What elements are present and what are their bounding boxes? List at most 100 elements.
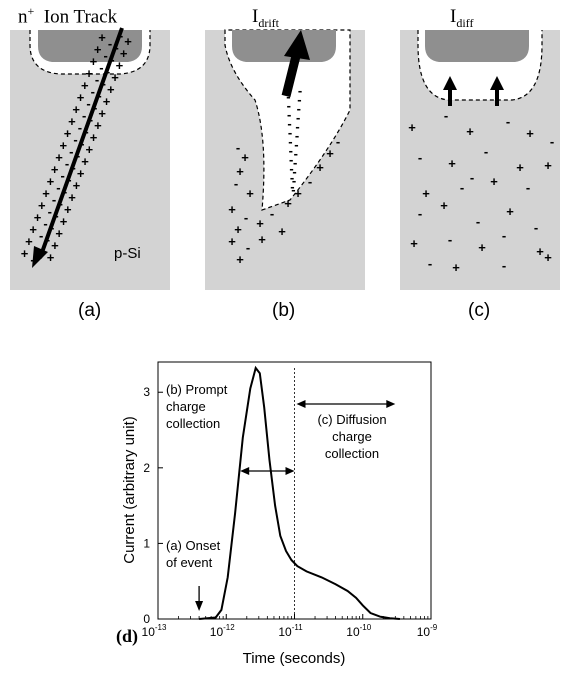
panel-a-charge: + — [77, 166, 85, 181]
panel-c-charge: - — [534, 220, 538, 235]
panel-a-charge: + — [42, 186, 50, 201]
arrowhead-right — [285, 467, 295, 475]
panel-c-charge: - — [460, 180, 464, 195]
panel-b-charge: + — [258, 232, 266, 247]
x-tick-label: 10-11 — [278, 623, 303, 639]
panel-c-charge: + — [440, 198, 448, 213]
panel-a-charge: + — [107, 82, 115, 97]
panel-a-charge: + — [60, 214, 68, 229]
panel-a-title-n: n — [18, 6, 28, 28]
panel-c-charge: - — [448, 232, 452, 247]
panel-c-charge: - — [502, 258, 506, 273]
panel-c-charges: +-+-+-+-+-+-+-+-+-+-+-+-+-+-+- — [408, 108, 554, 275]
p-si-label: p-Si — [114, 245, 141, 262]
panel-b-charge: - — [294, 137, 298, 152]
panel-c-charge: + — [410, 236, 418, 251]
panel-a-charge: + — [98, 30, 106, 45]
panel-b-charge: - — [289, 152, 293, 167]
panel-b-charge: - — [295, 119, 299, 134]
panel-b-charge: + — [316, 160, 324, 175]
panel-a-charge: - — [86, 96, 90, 111]
arrowhead-left — [296, 400, 306, 408]
diffusion-arrow-right-head — [490, 76, 504, 90]
panel-c-charge: - — [476, 214, 480, 229]
panel-a-charge: - — [69, 144, 73, 159]
panel-b-charge: + — [228, 202, 236, 217]
current-pulse-curve — [199, 365, 400, 620]
panel-a-charge: + — [94, 118, 102, 133]
panel-b-charge: + — [236, 252, 244, 267]
panel-a-charge: + — [64, 126, 72, 141]
panel-c-title-i: I — [450, 6, 457, 27]
y-tick-label: 1 — [143, 536, 150, 550]
panel-a-silicon-block: ++--++--++--++--++--++--++--++--++--++--… — [10, 27, 170, 290]
panel-b-charge: - — [292, 164, 296, 179]
panel-a-charge: + — [90, 130, 98, 145]
panel-a-charge: - — [65, 156, 69, 171]
panel-a-label: (a) — [78, 300, 102, 321]
panel-a-charge: + — [51, 162, 59, 177]
panel-c-charge: - — [418, 206, 422, 221]
silicon-panels-diagram: ++--++--++--++--++--++--++--++--++--++--… — [10, 27, 560, 290]
panel-a-charge: + — [34, 210, 42, 225]
panel-a-charge: - — [82, 108, 86, 123]
panel-b-charge: - — [290, 170, 294, 185]
panel-a-title-sup: + — [27, 4, 35, 18]
panel-c-n-plus-contact — [425, 30, 529, 62]
panel-a-charge: + — [64, 202, 72, 217]
panel-b-charge: - — [293, 155, 297, 170]
panel-c-charge: + — [466, 124, 474, 139]
panel-b-charge: - — [291, 182, 295, 197]
onset-arrowhead — [195, 601, 204, 611]
panel-a-charge: - — [104, 48, 108, 63]
panel-a-charge: - — [108, 36, 112, 51]
panel-c-charge: + — [544, 250, 552, 265]
panel-a-charge: + — [86, 142, 94, 157]
panel-a-charge: - — [39, 228, 43, 243]
panel-a-charge: + — [85, 66, 93, 81]
panel-d-label: (d) — [116, 626, 138, 647]
panel-a-charge: - — [30, 252, 34, 267]
panel-a-charge: + — [55, 226, 63, 241]
panel-b-charge: - — [292, 173, 296, 188]
y-axis-title: Current (arbitrary unit) — [121, 416, 138, 564]
panel-c-charge: + — [422, 186, 430, 201]
panel-c-title: Idiff — [450, 6, 473, 31]
ion-track-arrowhead — [32, 246, 48, 268]
panel-a-n-plus-contact — [38, 30, 142, 62]
panel-b-charge: - — [270, 206, 274, 221]
prompt-collection-arrow — [240, 467, 295, 475]
panel-a-title-ion-track: Ion Track — [43, 6, 118, 28]
panel-a-charge: - — [95, 72, 99, 87]
onset-arrow — [195, 586, 204, 611]
panel-c-charge: + — [506, 204, 514, 219]
panel-a-charge: + — [68, 190, 76, 205]
panel-b-charge: + — [326, 146, 334, 161]
panel-c-charge: - — [418, 150, 422, 165]
panel-b-charge: + — [256, 216, 264, 231]
panel-a-charge: + — [60, 138, 68, 153]
panel-c-charge: - — [526, 180, 530, 195]
panel-c-charge: + — [544, 158, 552, 173]
panel-b-charge: + — [278, 224, 286, 239]
panel-a-charge: + — [47, 250, 55, 265]
panel-b-charge: - — [289, 161, 293, 176]
diffusion-arrow-left-head — [443, 76, 457, 90]
panel-a-charge: - — [99, 60, 103, 75]
panel-b-charge: + — [241, 150, 249, 165]
panel-c-charge: + — [408, 120, 416, 135]
arrowhead-right — [386, 400, 396, 408]
panel-c-charge: - — [550, 134, 554, 149]
panel-b-charge: + — [234, 222, 242, 237]
x-tick-label: 10-12 — [210, 623, 235, 639]
panel-c-charge: + — [448, 156, 456, 171]
panel-b-charge: - — [308, 174, 312, 189]
panel-c-charge: + — [536, 244, 544, 259]
panel-a-charge: - — [43, 216, 47, 231]
panel-c-charge: - — [502, 228, 506, 243]
panel-b-depletion-funnel — [224, 29, 351, 211]
